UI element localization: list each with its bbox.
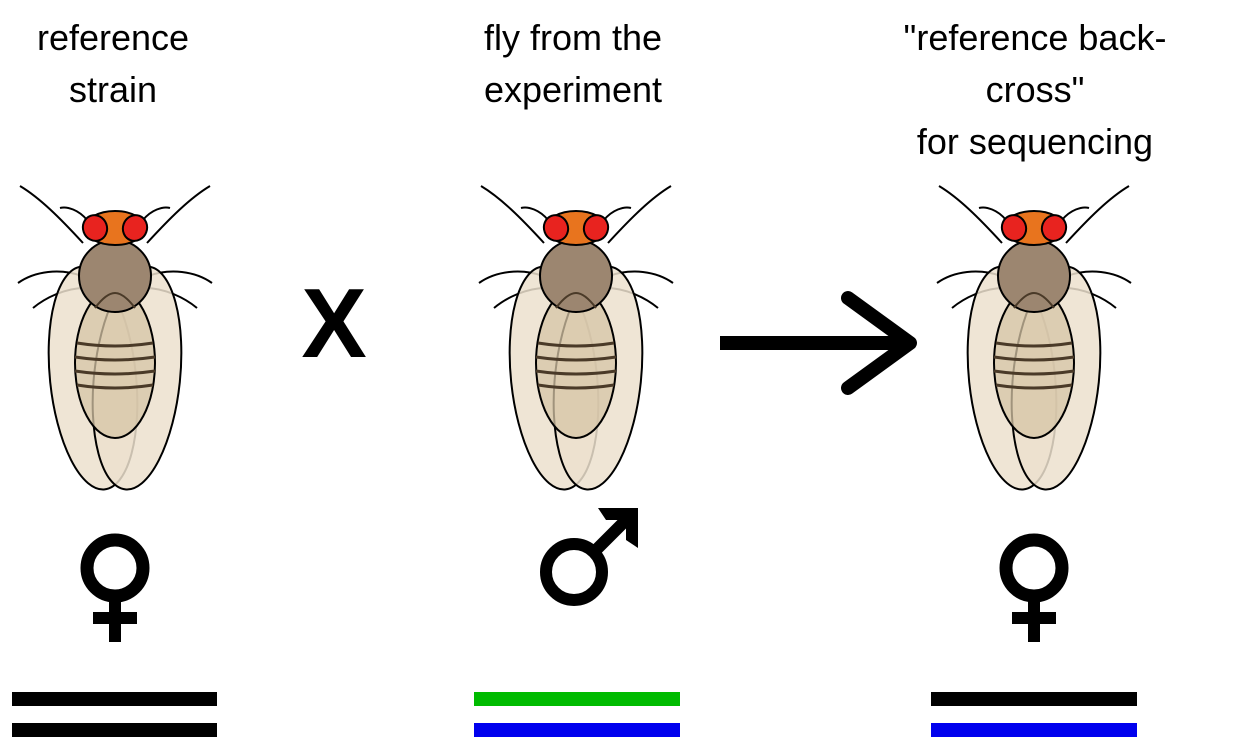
chromosome-bar bbox=[474, 692, 680, 706]
fly-icon bbox=[18, 186, 212, 494]
male-symbol-icon bbox=[546, 508, 638, 600]
chromosome-bar bbox=[12, 723, 217, 737]
female-symbol-icon bbox=[87, 540, 143, 642]
fly-icon bbox=[479, 186, 673, 494]
chromosome-bar bbox=[474, 723, 680, 737]
fly-icon bbox=[937, 186, 1131, 494]
female-symbol-icon bbox=[1006, 540, 1062, 642]
chromosome-bar bbox=[931, 723, 1137, 737]
cross-symbol: X bbox=[301, 268, 366, 378]
chromosome-bar bbox=[12, 692, 217, 706]
chromosome-bar bbox=[931, 692, 1137, 706]
right-arrow-icon bbox=[720, 298, 910, 388]
